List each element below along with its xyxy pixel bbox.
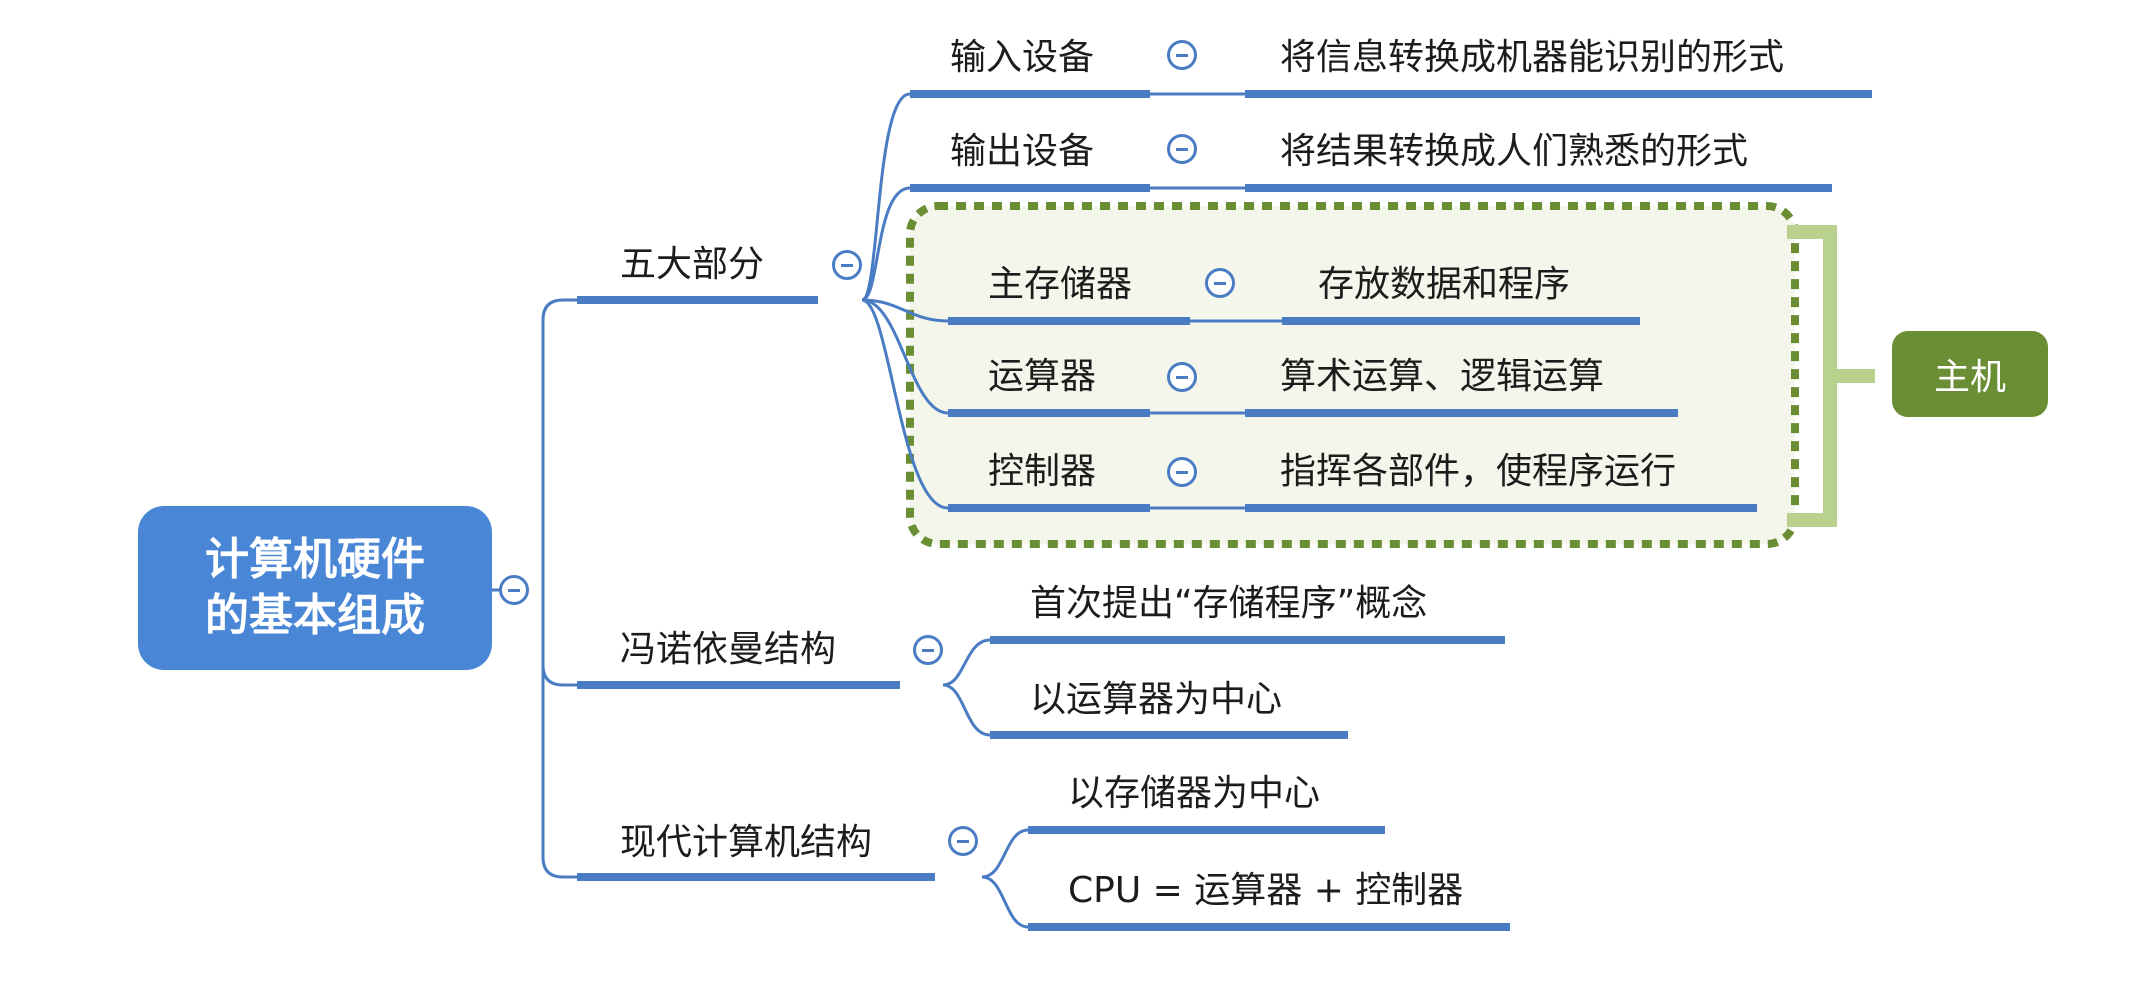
- host-node[interactable]: 主机: [1892, 331, 2048, 417]
- node-von-neumann-item1[interactable]: 首次提出“存储程序”概念: [1030, 583, 1428, 624]
- collapse-control-icon[interactable]: [1167, 457, 1197, 487]
- collapse-modern-icon[interactable]: [948, 826, 978, 856]
- connector-von-neumann-item1: [942, 638, 991, 687]
- branch-modern[interactable]: 现代计算机结构: [620, 822, 873, 863]
- host-group-box: [906, 202, 1799, 548]
- node-alu[interactable]: 运算器: [988, 356, 1097, 397]
- branch-five-parts[interactable]: 五大部分: [620, 244, 765, 285]
- connector-level1-five-parts: [541, 298, 577, 590]
- node-memory-desc[interactable]: 存放数据和程序: [1318, 264, 1571, 305]
- node-modern-item2[interactable]: CPU = 运算器 + 控制器: [1068, 870, 1464, 911]
- collapse-alu-icon[interactable]: [1167, 362, 1197, 392]
- node-modern-item1[interactable]: 以存储器为中心: [1068, 773, 1321, 814]
- collapse-root-icon[interactable]: [499, 575, 529, 605]
- node-control-desc[interactable]: 指挥各部件，使程序运行: [1280, 451, 1677, 492]
- branch-von-neumann[interactable]: 冯诺依曼结构: [620, 629, 837, 670]
- node-main-memory[interactable]: 主存储器: [988, 264, 1133, 305]
- node-control-unit[interactable]: 控制器: [988, 451, 1097, 492]
- collapse-input-icon[interactable]: [1167, 40, 1197, 70]
- root-title-line2: 的基本组成: [205, 590, 425, 641]
- collapse-memory-icon[interactable]: [1205, 268, 1235, 298]
- node-input-desc[interactable]: 将信息转换成机器能识别的形式: [1280, 37, 1785, 78]
- root-title-line1: 计算机硬件: [205, 534, 425, 585]
- root-node[interactable]: 计算机硬件 的基本组成: [138, 506, 492, 670]
- connector-modern-item2: [981, 875, 1029, 929]
- connector-to-control: [861, 298, 949, 510]
- connector-von-neumann-item2: [942, 683, 991, 737]
- connector-level1-modern: [541, 590, 577, 879]
- node-alu-desc[interactable]: 算术运算、逻辑运算: [1280, 356, 1605, 397]
- connector-to-input: [861, 92, 911, 302]
- connector-to-output: [861, 186, 911, 302]
- node-input-device[interactable]: 输入设备: [950, 37, 1095, 78]
- collapse-five-parts-icon[interactable]: [832, 250, 862, 280]
- node-output-device[interactable]: 输出设备: [950, 131, 1095, 172]
- host-bracket: [1787, 225, 1875, 527]
- connector-level1-von-neumann: [541, 590, 577, 687]
- connector-modern-item1: [981, 828, 1029, 879]
- collapse-von-neumann-icon[interactable]: [913, 635, 943, 665]
- node-output-desc[interactable]: 将结果转换成人们熟悉的形式: [1280, 131, 1749, 172]
- connector-to-memory: [861, 298, 949, 323]
- node-von-neumann-item2[interactable]: 以运算器为中心: [1030, 679, 1283, 720]
- connector-to-alu: [861, 298, 949, 415]
- collapse-output-icon[interactable]: [1167, 134, 1197, 164]
